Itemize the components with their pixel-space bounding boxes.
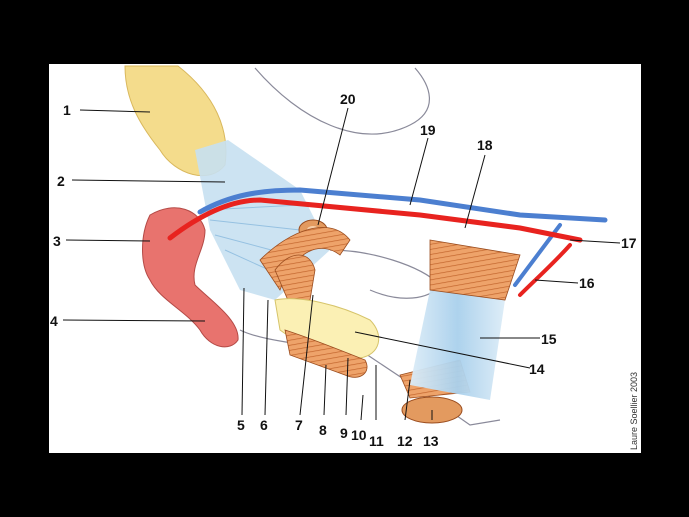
label-15: 15	[541, 331, 557, 347]
label-group: 1 2 3 4 5 6 7 8 9 10 11 12 13 14 15 16 1…	[50, 91, 637, 449]
label-3: 3	[53, 233, 61, 249]
label-7: 7	[295, 417, 303, 433]
ligament-band	[410, 290, 505, 400]
label-19: 19	[420, 122, 436, 138]
label-2: 2	[57, 173, 65, 189]
label-9: 9	[340, 425, 348, 441]
label-8: 8	[319, 422, 327, 438]
label-4: 4	[50, 313, 58, 329]
label-11: 11	[369, 433, 384, 449]
label-17: 17	[621, 235, 637, 251]
label-16: 16	[579, 275, 595, 291]
label-20: 20	[340, 91, 356, 107]
label-10: 10	[351, 427, 367, 443]
label-5: 5	[237, 417, 245, 433]
label-1: 1	[63, 102, 71, 118]
outline-inner-loop	[330, 250, 440, 298]
label-13: 13	[423, 433, 439, 449]
label-18: 18	[477, 137, 493, 153]
artist-credit: Laure Soellier 2003	[629, 372, 639, 450]
label-14: 14	[529, 361, 545, 377]
label-12: 12	[397, 433, 413, 449]
label-6: 6	[260, 417, 268, 433]
muscle-upper-fan	[430, 240, 520, 300]
